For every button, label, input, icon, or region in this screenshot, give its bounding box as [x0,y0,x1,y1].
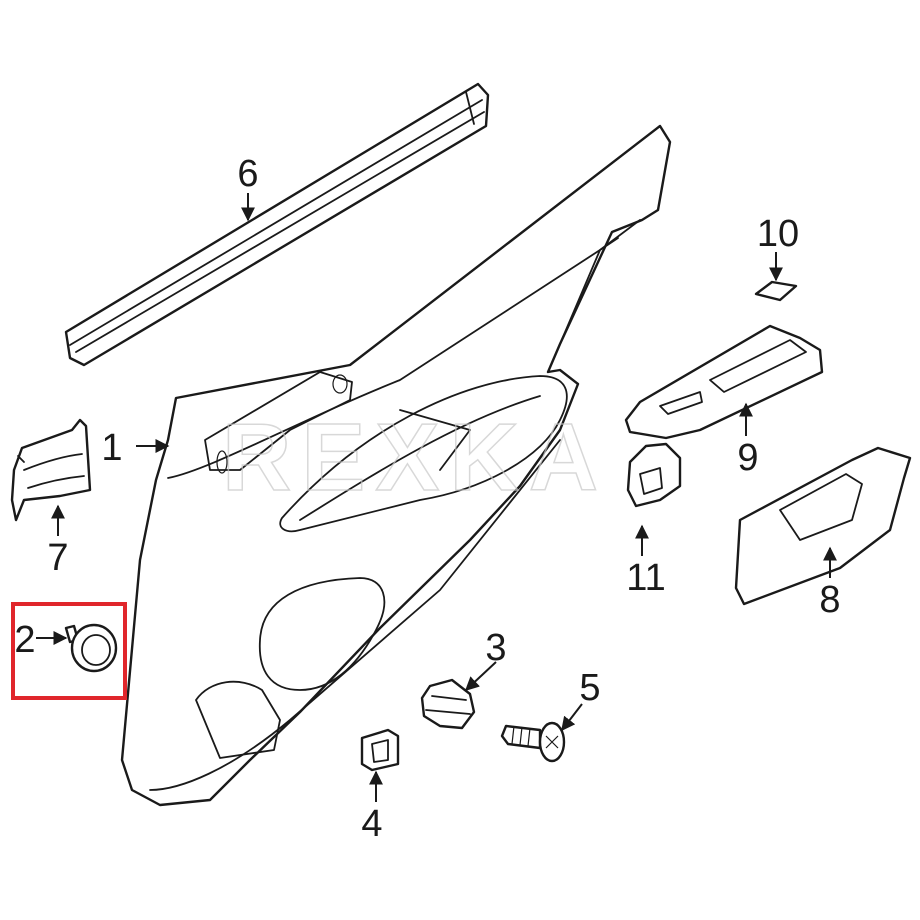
callout-5: 5 [579,667,600,709]
part-9-switch-bezel [624,324,824,440]
callout-10: 10 [757,213,799,255]
part-4-nut-clip [360,728,400,772]
watermark-text: REXKA [222,404,608,511]
part-5-screw [500,721,566,763]
part-1-door-trim-panel [120,124,672,807]
part-11-lock-knob [626,442,682,508]
callout-labels: 1 2 3 4 5 6 7 8 9 10 11 [14,153,840,845]
part-8-armrest-finisher [734,446,912,606]
part-3-retainer-bracket [420,678,476,730]
part-7-inside-handle [10,418,92,522]
callout-11: 11 [626,557,665,599]
part-2-trim-clip [64,623,118,673]
callout-4: 4 [361,803,382,845]
highlight-box [11,602,127,700]
callout-8: 8 [819,579,840,621]
callout-6: 6 [237,153,258,195]
callout-1: 1 [101,427,122,469]
callout-3: 3 [485,627,506,669]
callout-2: 2 [14,619,35,661]
callout-9: 9 [737,437,758,479]
part-10-pad [754,280,798,302]
callout-7: 7 [47,537,68,579]
part-6-belt-moulding [64,82,490,367]
leader-lines [36,193,837,802]
